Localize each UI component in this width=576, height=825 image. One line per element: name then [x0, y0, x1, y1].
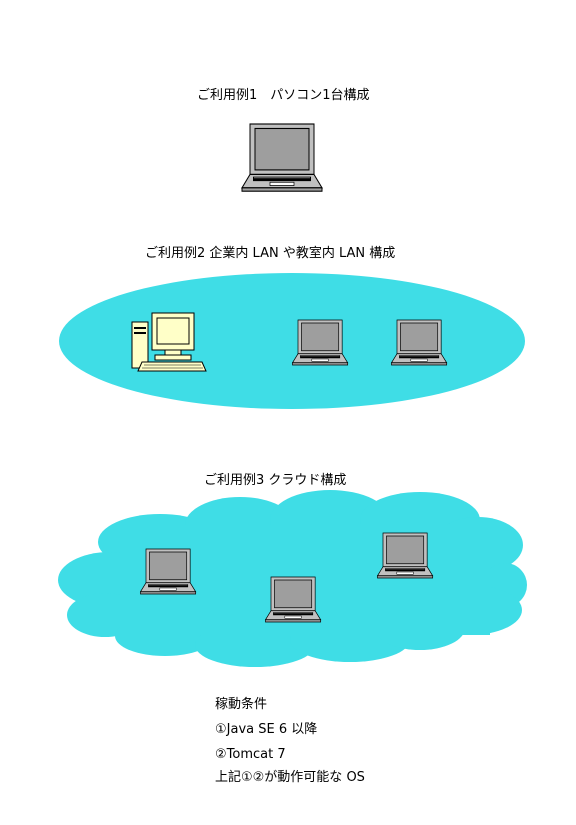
- desktop-pc-icon: [131, 312, 207, 372]
- cloud-laptop-icon-3: [377, 532, 434, 579]
- condition-item-tomcat: ②Tomcat 7: [215, 747, 286, 762]
- lan-laptop-icon-1: [292, 319, 349, 366]
- lan-laptop-icon-2: [391, 319, 448, 366]
- cloud-laptop-icon-1: [140, 548, 197, 595]
- condition-item-java: ①Java SE 6 以降: [215, 722, 318, 737]
- conditions-title: 稼動条件: [215, 697, 268, 712]
- cloud-laptop-icon-2: [265, 576, 322, 623]
- lan-ellipse: [59, 273, 525, 409]
- cloud-shape: [58, 490, 527, 667]
- example1-laptop-icon: [241, 123, 323, 192]
- example1-caption: ご利用例1 パソコン1台構成: [197, 88, 370, 103]
- condition-item-os: 上記①②が動作可能な OS: [215, 770, 365, 785]
- example2-caption: ご利用例2 企業内 LAN や教室内 LAN 構成: [145, 246, 396, 261]
- example3-caption: ご利用例3 クラウド構成: [204, 473, 347, 488]
